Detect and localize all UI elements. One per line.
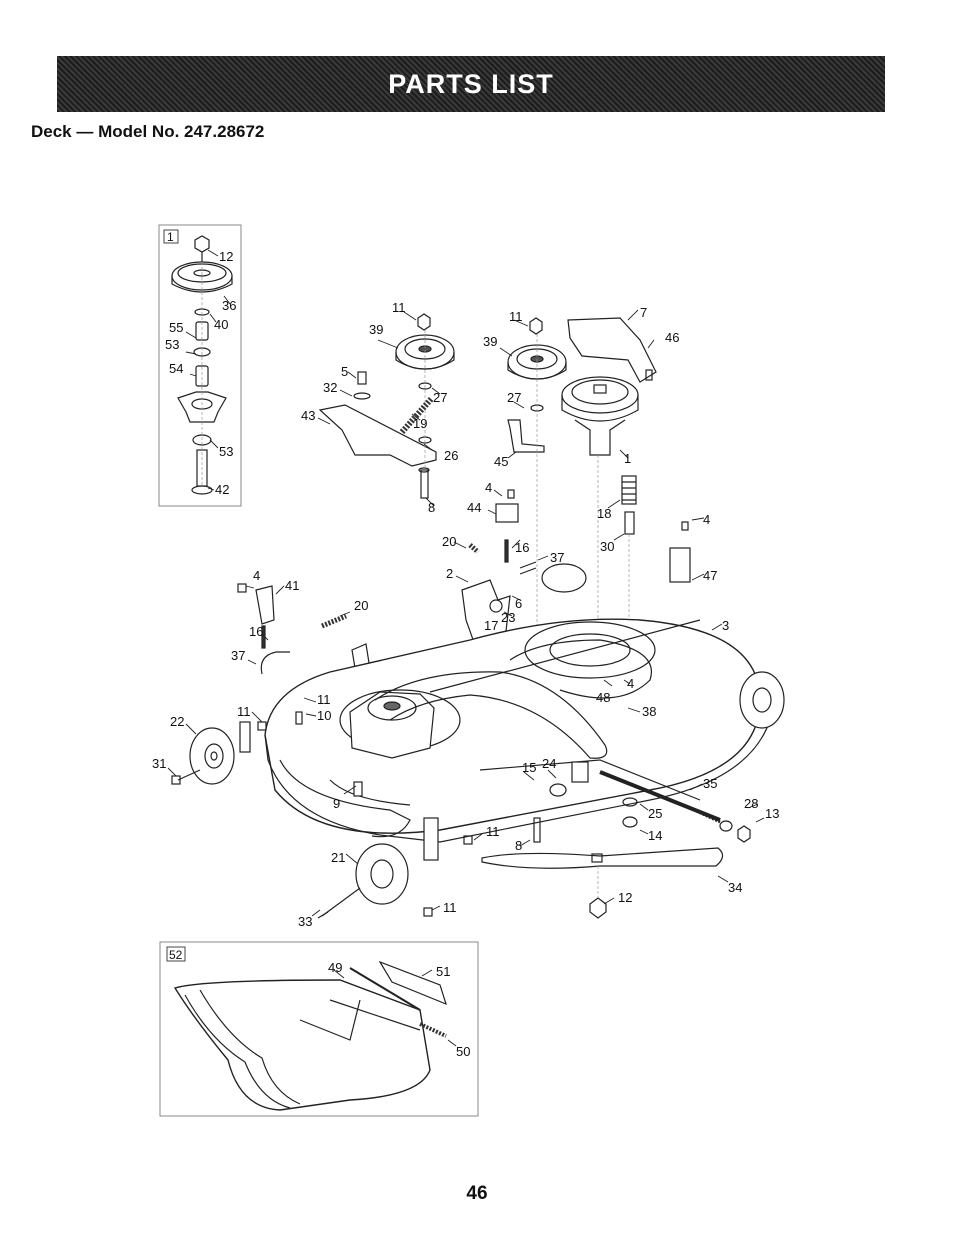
callout-27: 27 [507, 390, 521, 405]
banner-title: PARTS LIST [388, 68, 554, 99]
callout-36: 36 [222, 298, 236, 313]
callout-6: 6 [515, 596, 522, 611]
callout-8: 8 [515, 838, 522, 853]
callout-53: 53 [219, 444, 233, 459]
callout-32: 32 [323, 380, 337, 395]
spindle-inset [158, 224, 242, 507]
callout-11: 11 [317, 692, 331, 707]
callout-13: 13 [765, 806, 779, 821]
callout-47: 47 [703, 568, 717, 583]
callout-28: 28 [744, 796, 758, 811]
inset-label-mulch: 52 [169, 948, 183, 962]
callout-17: 17 [484, 618, 498, 633]
callout-4: 4 [485, 480, 492, 495]
callout-11: 11 [486, 824, 500, 839]
callout-43: 43 [301, 408, 315, 423]
mulch-kit-inset [159, 941, 479, 1117]
callout-39: 39 [369, 322, 383, 337]
callout-23: 23 [501, 610, 515, 625]
callout-55: 55 [169, 320, 183, 335]
callout-44: 44 [467, 500, 481, 515]
callout-12: 12 [618, 890, 632, 905]
callout-8: 8 [428, 500, 435, 515]
callout-45: 45 [494, 454, 508, 469]
callout-15: 15 [522, 760, 536, 775]
callout-37: 37 [231, 648, 245, 663]
callout-51: 51 [436, 964, 450, 979]
callout-40: 40 [214, 317, 228, 332]
callout-11: 11 [443, 900, 457, 915]
callout-16: 16 [515, 540, 529, 555]
callout-33: 33 [298, 914, 312, 929]
callout-10: 10 [317, 708, 331, 723]
callout-37: 37 [550, 550, 564, 565]
deck-model-subtitle: Deck — Model No. 247.28672 [31, 122, 265, 141]
center-bracket-group [461, 489, 537, 649]
callout-11: 11 [509, 309, 523, 324]
callout-42: 42 [215, 482, 229, 497]
callout-41: 41 [285, 578, 299, 593]
callout-34: 34 [728, 880, 742, 895]
callout-19: 19 [413, 416, 427, 431]
callout-20: 20 [442, 534, 456, 549]
idler-arm-group [318, 313, 455, 499]
callout-4: 4 [703, 512, 710, 527]
callout-3: 3 [722, 618, 729, 633]
callout-12: 12 [219, 249, 233, 264]
callout-54: 54 [169, 361, 183, 376]
callout-46: 46 [665, 330, 679, 345]
callout-20: 20 [354, 598, 368, 613]
pulley-group [507, 317, 691, 680]
callout-27: 27 [433, 390, 447, 405]
callout-49: 49 [328, 960, 342, 975]
callout-53: 53 [165, 337, 179, 352]
callout-11: 11 [392, 300, 406, 315]
callout-24: 24 [542, 756, 556, 771]
deck-housing [264, 563, 785, 843]
callout-2: 2 [446, 566, 453, 581]
callout-18: 18 [597, 506, 611, 521]
callout-39: 39 [483, 334, 497, 349]
callout-11: 11 [237, 704, 251, 719]
callout-25: 25 [648, 806, 662, 821]
callout-4: 4 [253, 568, 260, 583]
page-number: 46 [466, 1183, 488, 1204]
callout-31: 31 [152, 756, 166, 771]
callout-35: 35 [703, 776, 717, 791]
callout-16: 16 [249, 624, 263, 639]
callout-numbers: 12 36 55 40 53 54 53 42 11 39 11 39 7 46… [152, 249, 779, 1059]
callout-30: 30 [600, 539, 614, 554]
callout-7: 7 [640, 305, 647, 320]
callout-9: 9 [333, 796, 340, 811]
callout-4: 4 [627, 676, 634, 691]
callout-5: 5 [341, 364, 348, 379]
blade-group [481, 761, 751, 919]
callout-21: 21 [331, 850, 345, 865]
inset-label-spindle: 1 [167, 230, 174, 244]
callout-1: 1 [624, 451, 631, 466]
callout-leaders [167, 249, 765, 1047]
callout-38: 38 [642, 704, 656, 719]
parts-list-banner: PARTS LIST [57, 56, 885, 112]
callout-26: 26 [444, 448, 458, 463]
callout-50: 50 [456, 1044, 470, 1059]
callout-14: 14 [648, 828, 662, 843]
left-wheels-group [171, 711, 473, 919]
callout-48: 48 [596, 690, 610, 705]
callout-22: 22 [170, 714, 184, 729]
